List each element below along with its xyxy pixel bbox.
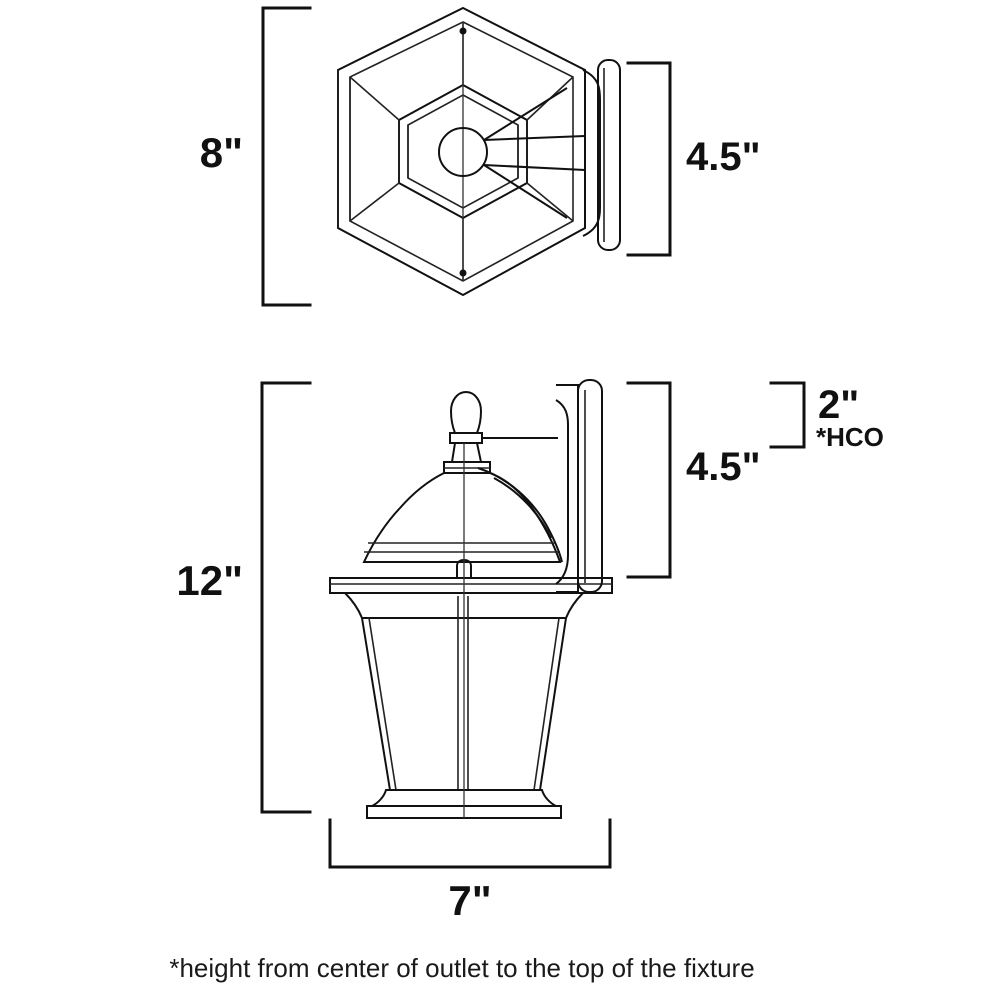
side-view-finial-acorn — [449, 390, 483, 434]
dimension-top-depth-bracket-path — [626, 61, 672, 257]
dimension-8in-bracket: 8" — [200, 6, 312, 307]
dimension-7in-label: 7" — [448, 877, 491, 924]
top-view-axis-dot-top — [459, 27, 467, 35]
side-view-dome — [362, 472, 562, 563]
side-view-glass-right-inner — [533, 617, 560, 791]
dimension-side-depth-label: 4.5" — [686, 445, 761, 489]
dimension-8in-label: 8" — [200, 129, 243, 176]
dimension-7in-bracket: 7" — [328, 818, 612, 924]
top-view-center-circle — [438, 127, 488, 177]
dimension-hco-bracket: 2" *HCO — [769, 381, 884, 452]
top-view-axis-dot-bottom — [459, 269, 467, 277]
footnote-caption: *height from center of outlet to the top… — [169, 953, 754, 983]
top-view-arm-diag-lower — [483, 164, 568, 219]
top-view-outer-hexagon-inner — [349, 21, 574, 282]
side-view-finial-collar — [449, 432, 483, 444]
side-view-center-knob — [456, 558, 472, 579]
dimension-12in-bracket: 12" — [176, 381, 312, 814]
top-view-drawing — [337, 6, 621, 297]
side-view-finial-stem — [450, 442, 483, 463]
top-view-outer-hexagon — [337, 6, 586, 297]
dimension-7in-bracket-path — [328, 818, 612, 869]
dimension-top-depth-label: 4.5" — [686, 135, 761, 179]
dimension-12in-label: 12" — [176, 557, 243, 604]
side-view-backplate-curve — [555, 399, 569, 585]
dimension-hco-note: *HCO — [816, 422, 884, 452]
dimension-hco-bracket-path — [769, 381, 806, 449]
dimension-top-depth-bracket: 4.5" — [626, 61, 761, 257]
dimension-8in-bracket-path — [261, 6, 312, 307]
side-view-cap-rim — [329, 577, 613, 594]
dimension-side-depth-bracket-path — [626, 381, 672, 579]
top-view-rib-lower-right — [526, 182, 574, 222]
side-view-arm-inner — [493, 477, 552, 539]
side-view-wall-plate — [577, 379, 603, 593]
side-view-drawing — [329, 379, 613, 819]
top-view-arm-diag-upper — [483, 87, 568, 141]
dimension-hco-label: 2" — [818, 383, 859, 427]
side-view-glass-left-inner — [368, 617, 397, 791]
dimension-side-depth-bracket: 4.5" — [626, 381, 761, 579]
top-view-rib-lower-left — [349, 182, 400, 222]
top-view-rib-upper-left — [349, 76, 400, 121]
top-view-wall-plate — [597, 59, 621, 251]
top-view-arm-upper — [483, 135, 586, 141]
side-view-arm-outer — [477, 467, 563, 563]
dimension-12in-bracket-path — [260, 381, 312, 814]
top-view-arm-lower — [483, 164, 586, 171]
